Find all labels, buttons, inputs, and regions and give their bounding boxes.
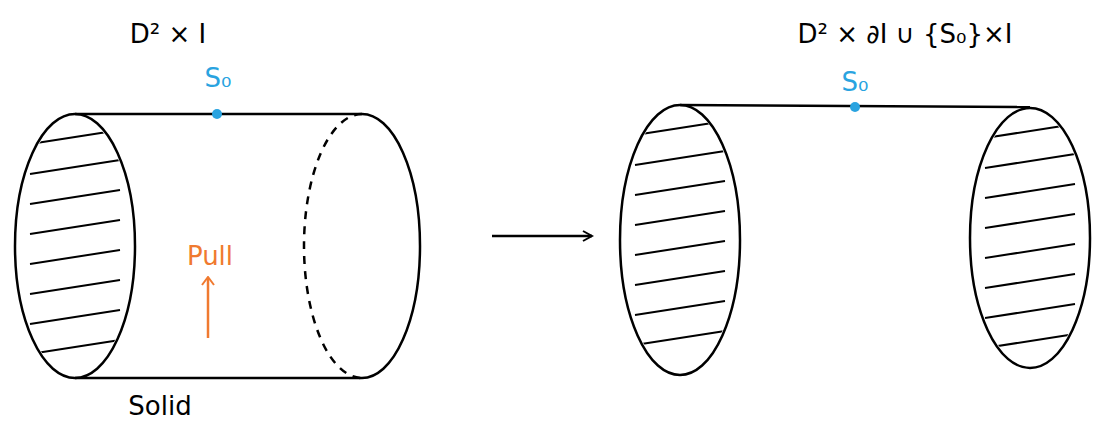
point-label: S₀ [205,64,232,93]
space-name: D² × I [130,20,206,49]
note-label: Solid [128,392,191,421]
action-label: Pull [187,242,233,271]
space-name: D² × ∂I ∪ {S₀}×I [798,20,1013,49]
end-disk [15,114,135,378]
point-label: S₀ [842,68,869,97]
